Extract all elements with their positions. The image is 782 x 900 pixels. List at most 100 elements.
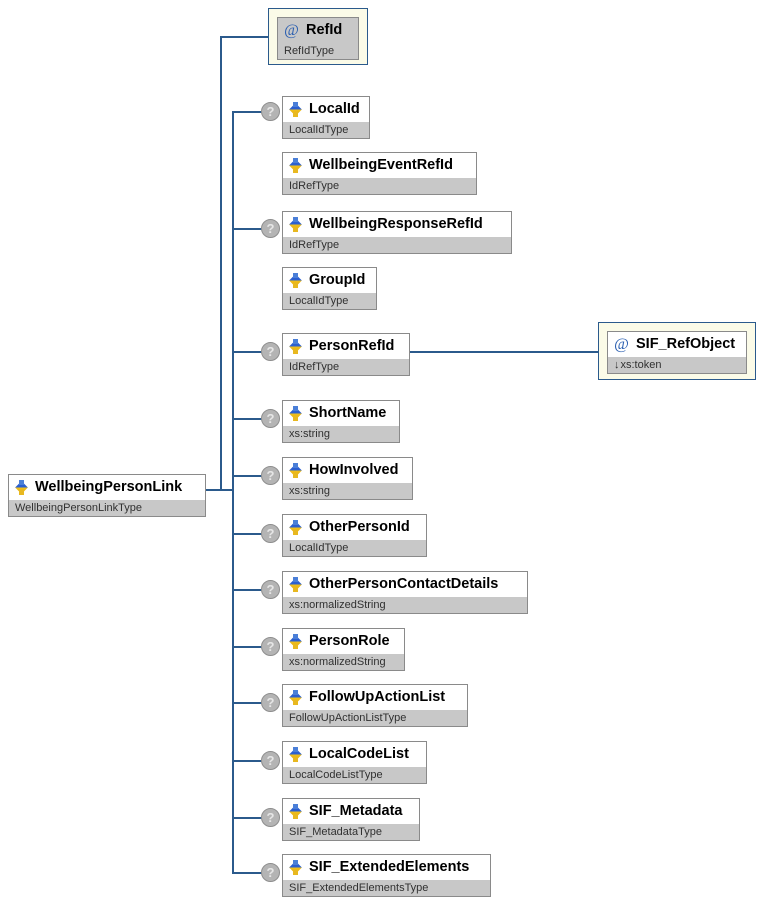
node-name: SIF_RefObject [636, 336, 736, 352]
node-name: WellbeingEventRefId [309, 157, 453, 173]
node-name: RefId [306, 22, 343, 38]
node-title-row: FollowUpActionList [283, 685, 467, 710]
node-name: SIF_ExtendedElements [309, 859, 470, 875]
node-howinvolved[interactable]: HowInvolved xs:string [282, 457, 413, 500]
node-otherpersoncontactdetails[interactable]: OtherPersonContactDetails xs:normalizedS… [282, 571, 528, 614]
connector-child-stub [232, 228, 262, 230]
node-wellbeingresponserefid[interactable]: WellbeingResponseRefId IdRefType [282, 211, 512, 254]
element-icon [288, 690, 303, 705]
element-icon [288, 102, 303, 117]
node-sifmetadata[interactable]: SIF_Metadata SIF_MetadataType [282, 798, 420, 841]
node-otherpersonid[interactable]: OtherPersonId LocalIdType [282, 514, 427, 557]
connector-attribute-vertical [220, 36, 222, 490]
connector-children-vertical [232, 111, 234, 872]
node-type-row: FollowUpActionListType [283, 710, 467, 726]
node-title-row: HowInvolved [283, 458, 412, 483]
optional-marker-icon: ? [261, 342, 280, 361]
node-name: WellbeingPersonLink [35, 479, 183, 495]
node-wellbeingeventrefid[interactable]: WellbeingEventRefId IdRefType [282, 152, 477, 195]
attribute-icon: @ [284, 22, 299, 39]
node-wellbeingpersonlink[interactable]: WellbeingPersonLink WellbeingPersonLinkT… [8, 474, 206, 517]
node-type-row: IdRefType [283, 359, 409, 375]
node-name: LocalId [309, 101, 360, 117]
node-sifextendedelements[interactable]: SIF_ExtendedElements SIF_ExtendedElement… [282, 854, 491, 897]
node-title-row: @ RefId [278, 18, 358, 43]
element-icon [288, 339, 303, 354]
connector-child-stub [232, 589, 262, 591]
connector-personrefid-to-sifrefobject [409, 351, 599, 353]
optional-marker-icon: ? [261, 524, 280, 543]
optional-marker-icon: ? [261, 751, 280, 770]
connector-child-stub [232, 475, 262, 477]
node-name: FollowUpActionList [309, 689, 446, 705]
node-title-row: SIF_Metadata [283, 799, 419, 824]
node-type-row: IdRefType [283, 178, 476, 194]
node-groupid[interactable]: GroupId LocalIdType [282, 267, 377, 310]
optional-marker-icon: ? [261, 102, 280, 121]
node-type-row: SIF_MetadataType [283, 824, 419, 840]
node-title-row: WellbeingEventRefId [283, 153, 476, 178]
node-personrefid[interactable]: PersonRefId IdRefType [282, 333, 410, 376]
node-localcodelist[interactable]: LocalCodeList LocalCodeListType [282, 741, 427, 784]
node-type-row: IdRefType [283, 237, 511, 253]
optional-marker-icon: ? [261, 637, 280, 656]
node-name: GroupId [309, 272, 366, 288]
element-icon [288, 804, 303, 819]
attribute-icon: @ [614, 336, 629, 353]
element-icon [14, 480, 29, 495]
node-title-row: SIF_ExtendedElements [283, 855, 490, 880]
optional-marker-icon: ? [261, 580, 280, 599]
element-icon [288, 520, 303, 535]
node-type-row: xs:normalizedString [283, 597, 527, 613]
element-icon [288, 273, 303, 288]
node-type-row: LocalIdType [283, 122, 369, 138]
optional-marker-icon: ? [261, 466, 280, 485]
optional-marker-icon: ? [261, 409, 280, 428]
connector-attribute-horizontal [220, 36, 268, 38]
node-refid[interactable]: @ RefId RefIdType [277, 17, 359, 60]
node-sifrefobject[interactable]: @ SIF_RefObject ↓xs:token [607, 331, 747, 374]
element-icon [288, 463, 303, 478]
node-type-row: RefIdType [278, 43, 358, 59]
connector-child-stub [232, 817, 262, 819]
connector-root-stub [205, 489, 233, 491]
node-name: WellbeingResponseRefId [309, 216, 483, 232]
connector-child-stub [232, 760, 262, 762]
connector-child-stub [232, 702, 262, 704]
node-type-row: xs:normalizedString [283, 654, 404, 670]
element-icon [288, 860, 303, 875]
element-icon [288, 747, 303, 762]
node-name: SIF_Metadata [309, 803, 403, 819]
node-name: OtherPersonId [309, 519, 410, 535]
node-title-row: GroupId [283, 268, 376, 293]
optional-marker-icon: ? [261, 219, 280, 238]
node-title-row: OtherPersonId [283, 515, 426, 540]
node-title-row: ShortName [283, 401, 399, 426]
node-title-row: @ SIF_RefObject [608, 332, 746, 357]
node-personrole[interactable]: PersonRole xs:normalizedString [282, 628, 405, 671]
element-icon [288, 577, 303, 592]
node-followupactionlist[interactable]: FollowUpActionList FollowUpActionListTyp… [282, 684, 468, 727]
optional-marker-icon: ? [261, 808, 280, 827]
node-type-row: SIF_ExtendedElementsType [283, 880, 490, 896]
node-title-row: LocalCodeList [283, 742, 426, 767]
node-type-row: ↓xs:token [608, 357, 746, 373]
element-icon [288, 406, 303, 421]
connector-child-stub [232, 111, 262, 113]
node-title-row: OtherPersonContactDetails [283, 572, 527, 597]
connector-child-stub [232, 351, 262, 353]
node-name: HowInvolved [309, 462, 399, 478]
connector-child-stub [232, 872, 262, 874]
node-type-row: xs:string [283, 483, 412, 499]
node-type-row: LocalCodeListType [283, 767, 426, 783]
element-icon [288, 217, 303, 232]
attribute-wrapper-refid: @ RefId RefIdType [268, 8, 368, 65]
node-name: PersonRefId [309, 338, 395, 354]
node-shortname[interactable]: ShortName xs:string [282, 400, 400, 443]
node-localid[interactable]: LocalId LocalIdType [282, 96, 370, 139]
node-name: ShortName [309, 405, 387, 421]
node-type-row: LocalIdType [283, 540, 426, 556]
element-icon [288, 158, 303, 173]
node-type-row: WellbeingPersonLinkType [9, 500, 205, 516]
